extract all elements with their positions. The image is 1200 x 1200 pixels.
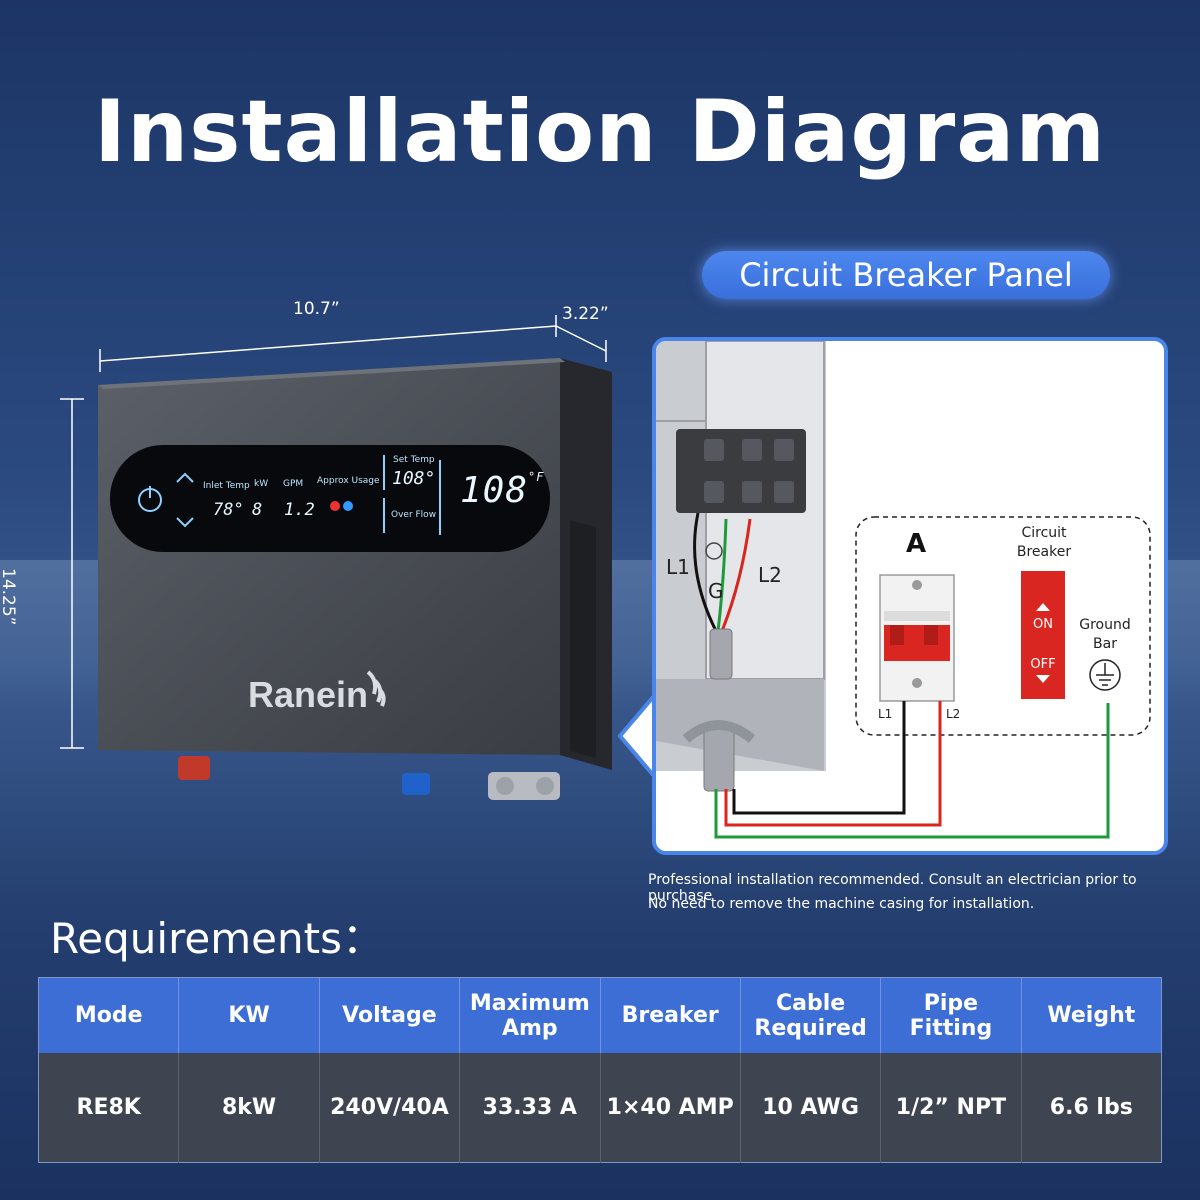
requirements-value-cell: 6.6 lbs xyxy=(1021,1053,1162,1163)
header-text: Cable xyxy=(775,990,846,1016)
gpm-value: 1.2 xyxy=(284,500,315,520)
requirements-header-cell: KW xyxy=(178,977,320,1053)
ground-symbol-icon xyxy=(1089,659,1121,691)
requirements-value-cell: 1/2” NPT xyxy=(880,1053,1022,1163)
requirements-value-cell: RE8K xyxy=(38,1053,180,1163)
label-gpm: GPM xyxy=(283,479,304,489)
requirements-value-cell: 10 AWG xyxy=(740,1053,882,1163)
dimension-lines xyxy=(60,315,607,749)
header-text: Maximum xyxy=(469,990,590,1016)
switch-on-label: ON xyxy=(1033,617,1053,632)
brand-logo-icon xyxy=(366,670,386,707)
header-text: Voltage xyxy=(342,1003,437,1028)
breaker-letter: A xyxy=(906,529,927,559)
switch-off-label: OFF xyxy=(1030,657,1056,672)
header-text: Breaker xyxy=(621,1003,719,1028)
header-text: Pipe xyxy=(923,990,979,1016)
header-text: Mode xyxy=(74,1003,143,1028)
note-no-casing-removal: No need to remove the machine casing for… xyxy=(648,896,1035,912)
wire-l1 xyxy=(693,512,718,632)
requirements-value-cell: 8kW xyxy=(178,1053,320,1163)
ground-bar-line1: Ground xyxy=(1079,617,1131,633)
label-over-flow: Over Flow xyxy=(391,510,437,520)
requirements-header-cell: Weight xyxy=(1021,977,1162,1053)
note-professional-install: Professional installation recommended. C… xyxy=(648,872,1137,904)
conduit-clamp xyxy=(703,728,735,792)
big-temp-value: 108°F xyxy=(460,470,544,511)
terminal-l2-label: L2 xyxy=(946,707,961,721)
product-illustration xyxy=(60,315,612,800)
page-title: Installation Diagram xyxy=(94,82,1106,182)
big-temp-unit: °F xyxy=(528,470,545,484)
header-text: Required xyxy=(754,1015,867,1041)
circuit-breaker-panel-label: Circuit Breaker Panel xyxy=(702,251,1110,299)
connection-wire-l2 xyxy=(724,701,942,827)
connection-wire-ground xyxy=(714,703,1110,839)
big-temp-number: 108 xyxy=(460,470,529,511)
header-text: Fitting xyxy=(909,1015,993,1041)
connection-wire-l1 xyxy=(732,701,906,815)
dimension-height-label: 14.25” xyxy=(0,568,18,626)
requirements-header-cell: Breaker xyxy=(600,977,741,1053)
label-inlet-temp: Inlet Temp xyxy=(203,481,250,491)
cold-water-fitting xyxy=(402,773,430,795)
cold-water-icon xyxy=(343,501,353,511)
label-set-temp: Set Temp xyxy=(393,455,435,465)
kw-value: 8 xyxy=(252,500,263,520)
requirements-value-cell: 33.33 A xyxy=(459,1053,601,1163)
wire-label-g: G xyxy=(708,579,724,603)
label-kw: kW xyxy=(254,479,269,489)
dimension-depth-label: 3.22” xyxy=(562,304,609,324)
requirements-header-cell: Voltage xyxy=(319,977,461,1053)
wire-label-l2: L2 xyxy=(758,563,782,587)
breaker-title-line2: Breaker xyxy=(1016,544,1072,560)
cable-gland xyxy=(709,628,733,680)
arrow-up-icon xyxy=(176,472,194,483)
ground-bar-line2: Bar xyxy=(1093,636,1117,652)
requirements-heading: Requirements： xyxy=(50,914,384,963)
dimension-width-label: 10.7” xyxy=(293,299,340,319)
terminal-l1-label: L1 xyxy=(878,707,893,721)
inlet-temp-value: 78° xyxy=(213,500,244,520)
requirements-value-cell: 1×40 AMP xyxy=(600,1053,741,1163)
label-approx-usage: Approx Usage xyxy=(317,476,380,486)
wire-g xyxy=(716,518,728,632)
ground-terminal-icon xyxy=(705,542,723,560)
breaker-title-line1: Circuit xyxy=(1021,525,1067,541)
wire-label-l1: L1 xyxy=(666,555,690,579)
wiring-diagram-panel: L1 G L2 A Circuit Breaker ON OFF Ground … xyxy=(652,337,1168,855)
off-arrow-icon xyxy=(1036,675,1050,683)
set-temp-value: 108° xyxy=(392,468,436,489)
requirements-header-cell: Mode xyxy=(38,977,180,1053)
requirements-value-cell: 240V/40A xyxy=(319,1053,461,1163)
wire-l2 xyxy=(720,518,752,632)
header-text: Weight xyxy=(1047,1003,1136,1028)
on-arrow-icon xyxy=(1036,603,1050,611)
header-text: KW xyxy=(228,1003,270,1028)
wiring-diagram xyxy=(656,341,1151,839)
brand-name: Ranein xyxy=(248,674,369,715)
header-text: Amp xyxy=(501,1015,558,1041)
breaker-area xyxy=(855,516,1151,736)
hot-water-icon xyxy=(330,501,340,511)
hot-water-fitting xyxy=(178,756,210,780)
arrow-down-icon xyxy=(176,517,194,528)
